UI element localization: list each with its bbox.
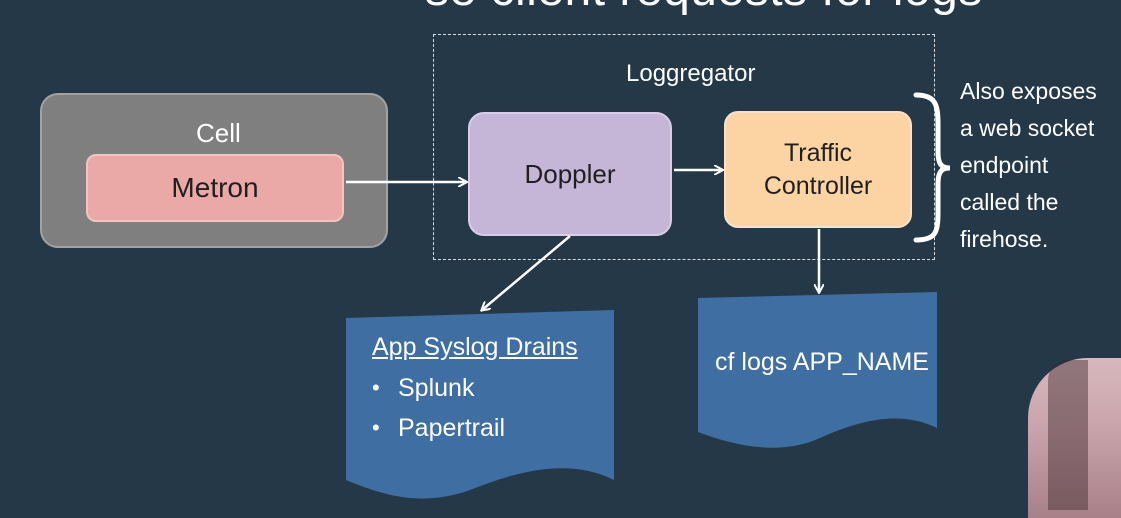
firehose-note-line-4: called the (960, 189, 1059, 215)
traffic-controller-box: Traffic Controller (724, 111, 912, 228)
firehose-note-line-3: endpoint (960, 152, 1049, 178)
diagram-connectors (346, 92, 951, 499)
doppler-box: Doppler (468, 112, 672, 236)
syslog-drains-content: App Syslog Drains • Splunk • Papertrail (372, 333, 578, 448)
bullet-icon: • (372, 375, 380, 400)
loggregator-label: Loggregator (626, 60, 756, 87)
firehose-note-line-5: firehose. (960, 226, 1049, 252)
list-item: • Splunk (372, 368, 578, 408)
traffic-controller-label-line1: Traffic (783, 138, 853, 167)
presenter-silhouette (1028, 358, 1121, 518)
syslog-drains-heading: App Syslog Drains (372, 333, 578, 361)
arrow-doppler-to-syslog-drains (482, 235, 571, 310)
metron-box: Metron (86, 154, 344, 222)
traffic-controller-label-line2: Controller (763, 171, 873, 200)
syslog-drain-splunk: Splunk (398, 373, 475, 402)
cf-logs-label: cf logs APP_NAME (715, 348, 929, 376)
cell-label: Cell (196, 118, 241, 148)
cf-logs-document-shape (698, 292, 937, 448)
doppler-label: Doppler (524, 158, 616, 189)
bullet-icon: • (372, 415, 380, 440)
firehose-note-line-2: a web socket (960, 115, 1095, 141)
firehose-note: Also exposes a web socket endpoint calle… (960, 73, 1110, 258)
syslog-drain-papertrail: Papertrail (398, 413, 505, 442)
list-item: • Papertrail (372, 408, 578, 448)
firehose-note-line-1: Also exposes (960, 78, 1097, 104)
metron-label: Metron (171, 172, 259, 203)
loggregator-boundary (433, 34, 935, 260)
syslog-drains-document-shape (346, 310, 614, 499)
presenter-shadow (1048, 360, 1088, 510)
curly-brace-icon (913, 92, 951, 243)
slide-title-fragment: se client requests for logs. (425, 0, 985, 20)
